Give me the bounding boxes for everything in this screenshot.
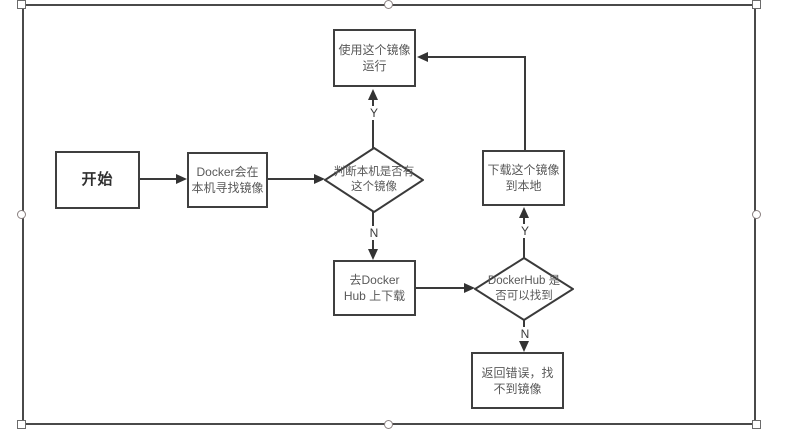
resize-handle-bottom-middle[interactable]: [384, 420, 393, 429]
node-label: 这个镜像: [351, 181, 397, 193]
decision-label: DockerHub 是 否可以找到: [474, 257, 574, 321]
resize-handle-right-middle[interactable]: [752, 210, 761, 219]
node-label: 本机寻找镜像: [191, 181, 264, 195]
resize-handle-top-middle[interactable]: [384, 0, 393, 9]
arrowhead-right: [464, 283, 475, 293]
resize-handle-bottom-left[interactable]: [17, 420, 26, 429]
connector-line: [523, 218, 525, 258]
node-label: 不到镜像: [493, 381, 542, 396]
edge-label-yes: Y: [367, 106, 381, 120]
decision-label: 判断本机是否有 这个镜像: [324, 147, 424, 213]
flowchart-decision-check-local: 判断本机是否有 这个镜像: [324, 147, 424, 213]
arrowhead-left: [417, 52, 428, 62]
arrowhead-down: [519, 341, 529, 352]
node-label: 运行: [362, 59, 387, 73]
flowchart-node-run-image: 使用这个镜像 运行: [333, 29, 416, 87]
flowchart-node-find-local: Docker会在 本机寻找镜像: [187, 152, 268, 208]
flowchart-node-download-image: 下载这个镜像 到本地: [482, 150, 565, 206]
connector-line: [140, 178, 178, 180]
arrowhead-right: [314, 174, 325, 184]
node-label: Hub 上下载: [343, 289, 406, 303]
arrowhead-right: [176, 174, 187, 184]
resize-handle-left-middle[interactable]: [17, 210, 26, 219]
node-label: 否可以找到: [495, 290, 553, 302]
arrowhead-down: [368, 249, 378, 260]
node-label: Docker会在: [196, 165, 259, 179]
connector-line: [428, 56, 526, 58]
flowchart-node-go-dockerhub: 去Docker Hub 上下载: [333, 260, 416, 316]
flowchart-decision-check-hub: DockerHub 是 否可以找到: [474, 257, 574, 321]
flowchart-node-start: 开始: [55, 151, 140, 209]
node-label: 开始: [81, 171, 114, 188]
diamond-shape: [474, 257, 574, 321]
node-label: 到本地: [505, 179, 542, 193]
edge-label-yes: Y: [518, 224, 532, 238]
edge-label-no: N: [367, 226, 381, 240]
resize-handle-top-right[interactable]: [752, 0, 761, 9]
flowchart-node-return-error: 返回错误，找 不到镜像: [471, 352, 564, 409]
node-label: 使用这个镜像: [338, 43, 411, 57]
node-label: 去Docker: [349, 273, 400, 287]
arrowhead-up: [368, 89, 378, 100]
connector-line: [524, 56, 526, 150]
node-label: 下载这个镜像: [487, 163, 560, 177]
resize-handle-bottom-right[interactable]: [752, 420, 761, 429]
arrowhead-up: [519, 207, 529, 218]
node-label: DockerHub 是: [487, 275, 561, 287]
connector-line: [416, 287, 465, 289]
connector-line: [372, 100, 374, 148]
node-label: 返回错误，找: [481, 365, 554, 380]
node-label: 判断本机是否有: [333, 166, 415, 178]
edge-label-no: N: [518, 327, 532, 341]
resize-handle-top-left[interactable]: [17, 0, 26, 9]
connector-line: [268, 178, 316, 180]
diamond-shape: [324, 147, 424, 213]
